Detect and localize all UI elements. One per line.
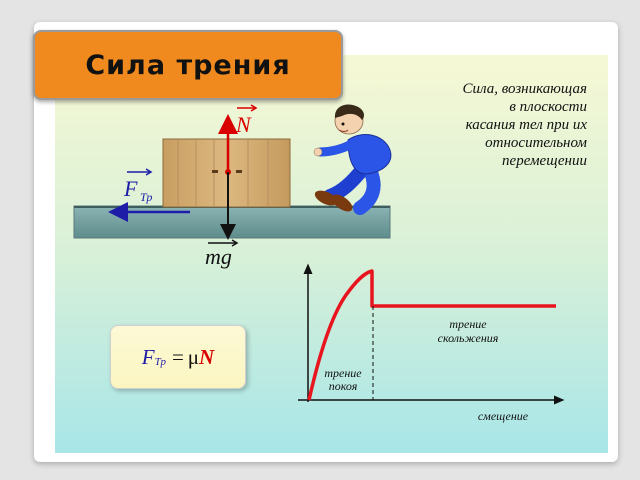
friction-curve [307, 269, 556, 401]
definition-text: Сила, возникающая в плоскости касания те… [415, 80, 587, 170]
friction-label-sub: Тр [140, 190, 152, 204]
definition-line: в плоскости [509, 99, 587, 115]
gravity-label-text: mg [205, 244, 232, 269]
definition-line: касания тел при их [465, 117, 587, 133]
friction-label-main: F [123, 176, 138, 201]
title-box: Сила трения [33, 30, 343, 100]
friction-label: F Тр [123, 168, 153, 204]
sliding-label-2: скольжения [438, 331, 499, 345]
gravity-label: mg [205, 239, 239, 269]
definition-line: относительном [485, 135, 587, 151]
formula-equals: = [171, 344, 184, 369]
sliding-label-1: трение [449, 317, 487, 331]
definition-line: Сила, возникающая [462, 81, 587, 97]
normal-label-text: N [235, 112, 252, 137]
friction-formula: F Тр = μ N [110, 325, 246, 389]
static-label-2: покоя [329, 379, 358, 393]
definition-line: перемещении [502, 153, 587, 169]
slide-title: Сила трения [85, 49, 291, 81]
static-label-1: трение [324, 366, 362, 380]
formula-mu: μ [187, 344, 200, 369]
x-axis-label: смещение [478, 409, 529, 423]
formula-n: N [199, 344, 215, 369]
formula-sub: Тр [154, 356, 166, 368]
normal-label: N [235, 104, 258, 137]
pushing-person [313, 104, 392, 215]
formula-f: F [141, 344, 155, 369]
